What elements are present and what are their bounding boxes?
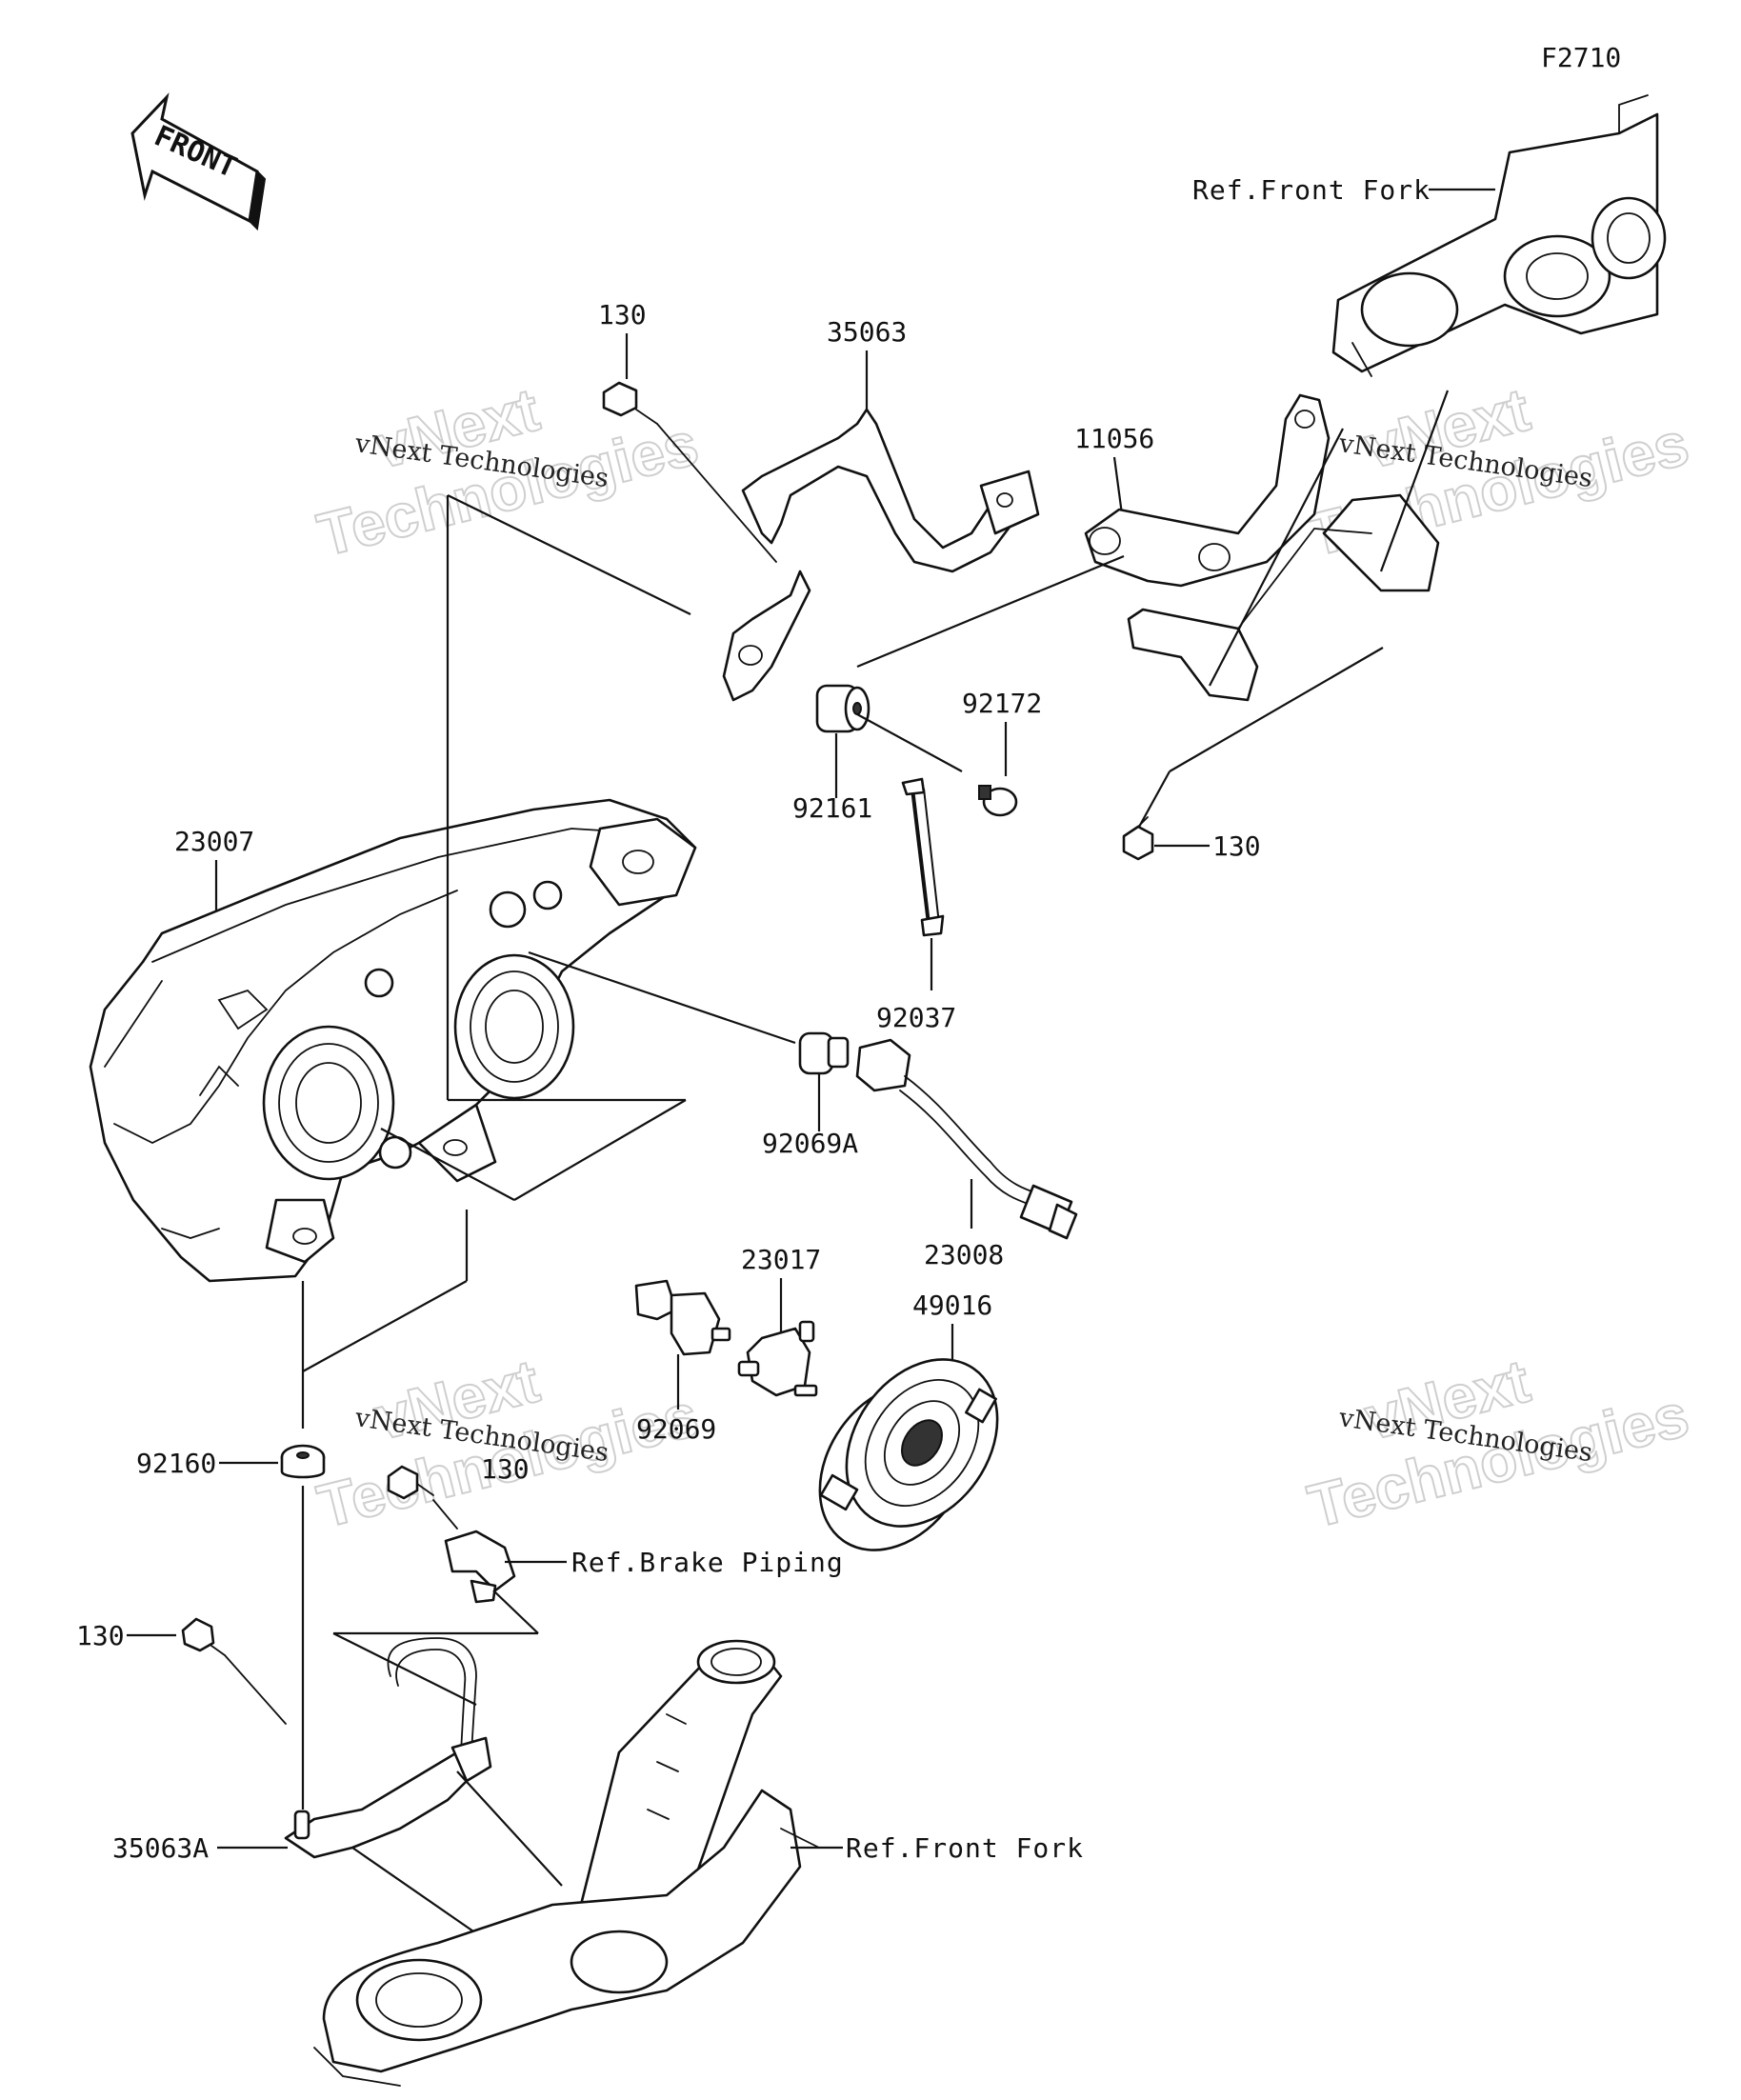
- label-23017: 23017: [741, 1244, 821, 1275]
- socket-23017-icon: [737, 1320, 818, 1397]
- ref-front-fork-bottom: Ref.Front Fork: [846, 1832, 1084, 1864]
- diagram-code: F2710: [1541, 42, 1621, 73]
- cover-49016-icon: [818, 1358, 999, 1551]
- label-130-right: 130: [1212, 830, 1261, 862]
- label-23008: 23008: [924, 1239, 1004, 1270]
- ref-brake-piping: Ref.Brake Piping: [571, 1547, 844, 1578]
- bracket-35063A: [284, 1637, 492, 1859]
- grommet-92161-icon: [815, 684, 870, 733]
- label-23007: 23007: [174, 826, 254, 857]
- ref-front-fork-top: Ref.Front Fork: [1192, 174, 1431, 206]
- headlight-assembly-23007: [89, 798, 697, 1283]
- bolt-130-right-icon: [1122, 816, 1154, 861]
- brake-piping-clamp: [444, 1530, 516, 1604]
- band-92037-icon: [901, 777, 945, 937]
- bulb-92069A-icon: [798, 1031, 850, 1075]
- bolt-130-left-icon: [181, 1617, 226, 1656]
- bracket-35063: [722, 408, 1040, 702]
- grommet-92160-icon: [280, 1444, 326, 1479]
- screw-92172-icon: [978, 785, 1018, 817]
- label-49016: 49016: [912, 1290, 992, 1321]
- label-130-mid: 130: [481, 1453, 530, 1485]
- bolt-130-top-icon: [602, 381, 658, 425]
- label-92069A: 92069A: [762, 1128, 858, 1159]
- upper-triple-clamp-ref: [1331, 94, 1667, 377]
- label-92172: 92172: [962, 688, 1042, 719]
- label-92069: 92069: [636, 1413, 716, 1445]
- lower-triple-clamp-ref: [313, 1639, 820, 2087]
- bulb-92069-icon: [634, 1279, 731, 1356]
- label-130-top: 130: [598, 299, 647, 330]
- socket-23008-icon: [855, 1038, 1078, 1240]
- label-35063: 35063: [827, 316, 907, 348]
- label-35063A: 35063A: [112, 1832, 209, 1864]
- front-arrow-icon: FRONT: [130, 92, 267, 231]
- label-11056: 11056: [1074, 423, 1154, 454]
- label-92037: 92037: [876, 1002, 956, 1033]
- label-92161: 92161: [792, 792, 872, 824]
- label-130-left: 130: [76, 1620, 125, 1651]
- bolt-130-mid-icon: [387, 1465, 434, 1500]
- bracket-11056: [1084, 393, 1440, 702]
- label-92160: 92160: [136, 1448, 216, 1479]
